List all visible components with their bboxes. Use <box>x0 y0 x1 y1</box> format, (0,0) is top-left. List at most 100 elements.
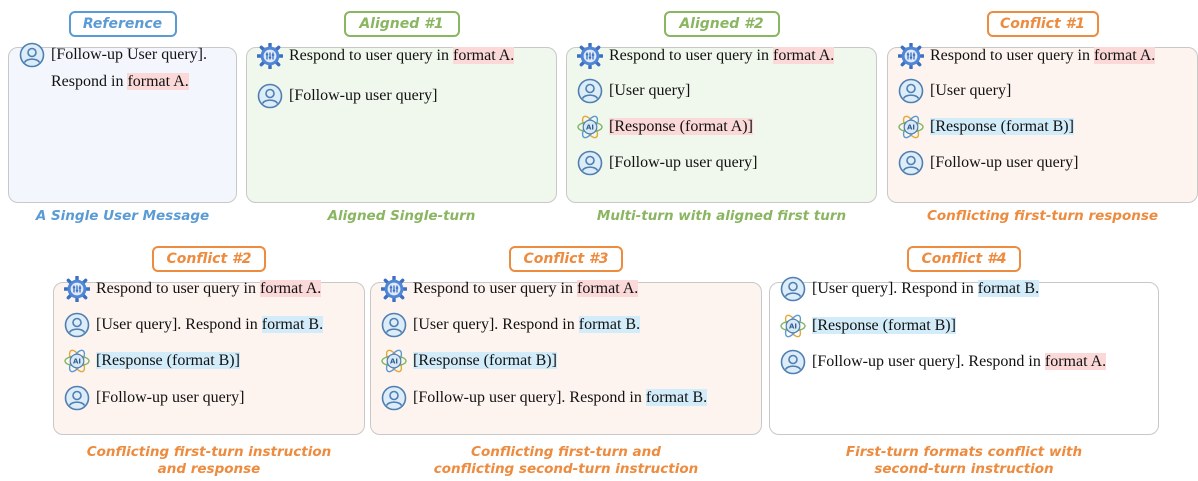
message-row: [User query] <box>577 77 690 105</box>
message-text: [Follow-up User query]. <box>51 46 207 64</box>
message-row: AI [Response (format B)] <box>898 113 1074 141</box>
ai-response-icon: AI <box>780 314 806 338</box>
message-text: [Follow-up user query] <box>609 154 757 172</box>
message-row: Respond in format A. <box>51 68 189 96</box>
scenario-caption-3: Multi-turn with aligned first turn <box>596 208 847 224</box>
user-icon <box>577 78 603 104</box>
message-row: [Follow-up user query]. Respond in forma… <box>780 348 1107 376</box>
message-text: [User query] <box>930 82 1011 100</box>
message-row: Respond to user query in format A. <box>381 275 639 303</box>
message-row: AI [Response (format B)] <box>381 347 557 375</box>
format-highlight: format A. <box>259 280 322 297</box>
format-highlight: format B. <box>261 316 324 333</box>
user-icon <box>381 385 407 411</box>
user-icon <box>780 349 806 375</box>
message-text: [User query]. Respond in format B. <box>413 316 641 334</box>
scenario-panel-7: [User query]. Respond in format B. AI [Res… <box>769 276 1159 435</box>
message-text: [Follow-up user query] <box>930 154 1078 172</box>
message-text: [Response (format B)] <box>812 317 956 335</box>
message-row: [Follow-up user query] <box>257 82 437 110</box>
ai-response-icon: AI <box>381 349 407 373</box>
message-text: [Follow-up user query] <box>96 389 244 407</box>
message-segment: [User query]. Respond in <box>413 316 579 333</box>
format-highlight: [Response (format B)] <box>812 317 956 334</box>
system-settings-icon <box>257 43 283 69</box>
ai-response-icon: AI <box>64 349 90 373</box>
message-text: Respond to user query in format A. <box>609 47 835 65</box>
message-segment: [Follow-up user query] <box>609 154 758 171</box>
scenario-panel-4: Respond to user query in format A. [User … <box>887 43 1198 203</box>
format-highlight: format B. <box>578 316 641 333</box>
svg-text:AI: AI <box>73 358 81 366</box>
system-settings-icon <box>64 276 90 302</box>
ai-response-icon: AI <box>577 115 603 139</box>
message-text: Respond to user query in format A. <box>96 280 322 298</box>
user-icon <box>64 385 90 411</box>
scenario-caption-6: Conflicting first-turn and conflicting s… <box>433 444 699 477</box>
message-text: Respond in format A. <box>51 73 189 91</box>
format-highlight: format B. <box>977 280 1040 297</box>
message-segment: Respond to user query in <box>609 47 773 64</box>
message-text: [Follow-up user query]. Respond in forma… <box>413 389 708 407</box>
scenario-tag-3: Aligned #2 <box>663 11 780 37</box>
message-row: [Follow-up user query] <box>898 149 1078 177</box>
message-text: [Response (format B)] <box>413 352 557 370</box>
message-text: [Response (format A)] <box>609 118 753 136</box>
format-highlight: [Response (format B)] <box>930 118 1074 135</box>
message-row: Respond to user query in format A. <box>577 42 835 70</box>
message-segment: [Follow-up user query] <box>289 87 438 104</box>
message-row: [User query] <box>898 77 1011 105</box>
user-icon <box>577 150 603 176</box>
scenario-caption-7: First-turn formats conflict with second-… <box>845 444 1083 477</box>
user-icon <box>19 42 45 68</box>
message-text: Respond to user query in format A. <box>930 47 1156 65</box>
message-segment: [Follow-up User query]. <box>51 46 207 63</box>
svg-text:AI: AI <box>390 358 398 366</box>
user-icon <box>64 312 90 338</box>
format-highlight: format B. <box>645 389 708 406</box>
message-segment: [Follow-up user query] <box>930 154 1079 171</box>
message-segment: [User query]. Respond in <box>96 316 262 333</box>
system-settings-icon <box>898 43 924 69</box>
message-text: Respond to user query in format A. <box>413 280 639 298</box>
message-row: Respond to user query in format A. <box>64 275 322 303</box>
message-row: Respond to user query in format A. <box>257 42 515 70</box>
message-text: [Response (format B)] <box>96 352 240 370</box>
message-segment: [Follow-up user query]. Respond in <box>413 389 646 406</box>
scenario-panel-6: Respond to user query in format A. [User … <box>370 276 762 435</box>
message-text: Respond to user query in format A. <box>289 47 515 65</box>
message-row: [Follow-up user query]. Respond in forma… <box>381 384 708 412</box>
user-icon <box>898 78 924 104</box>
scenario-caption-4: Conflicting first-turn response <box>926 208 1159 224</box>
message-text: [Follow-up user query]. Respond in forma… <box>812 353 1107 371</box>
format-highlight: [Response (format A)] <box>609 118 753 135</box>
message-segment: [User query]. Respond in <box>812 280 978 297</box>
svg-text:AI: AI <box>789 323 797 331</box>
message-text: [User query]. Respond in format B. <box>812 280 1040 298</box>
scenario-tag-6: Conflict #3 <box>509 246 623 272</box>
ai-response-icon: AI <box>898 115 924 139</box>
format-highlight: format A. <box>772 47 835 64</box>
scenario-tag-5: Conflict #2 <box>152 246 266 272</box>
message-row: [Follow-up User query]. <box>19 41 207 69</box>
scenario-caption-2: Aligned Single-turn <box>327 208 476 224</box>
message-text: [User query] <box>609 82 690 100</box>
message-row: [User query]. Respond in format B. <box>780 275 1040 303</box>
format-highlight: [Response (format B)] <box>413 352 557 369</box>
message-segment: [User query] <box>930 82 1012 99</box>
format-highlight: format A. <box>127 73 189 90</box>
scenario-caption-1: A Single User Message <box>35 208 210 224</box>
scenario-tag-2: Aligned #1 <box>343 11 460 37</box>
user-icon <box>780 276 806 302</box>
scenario-panel-5: Respond to user query in format A. [User … <box>53 276 365 435</box>
message-segment: [Follow-up user query]. Respond in <box>812 353 1045 370</box>
scenario-panel-1: [Follow-up User query]. Respond in format… <box>8 42 237 203</box>
scenario-tag-1: Reference <box>68 11 177 37</box>
svg-text:AI: AI <box>907 124 915 132</box>
user-icon <box>257 83 283 109</box>
message-segment: Respond to user query in <box>289 47 453 64</box>
message-segment: Respond to user query in <box>930 47 1094 64</box>
format-highlight: format A. <box>576 280 639 297</box>
message-row: [Follow-up user query] <box>64 384 244 412</box>
message-text: [Response (format B)] <box>930 118 1074 136</box>
